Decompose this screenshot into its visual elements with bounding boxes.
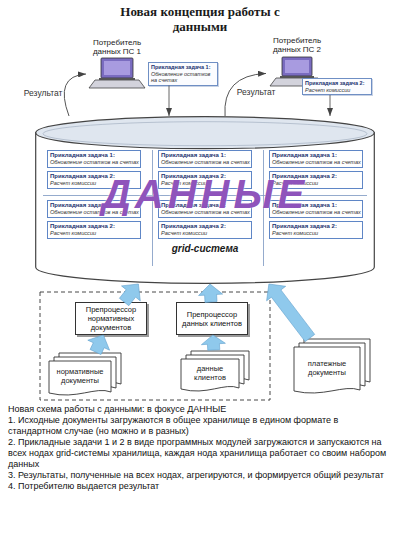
- task-description: Расчет комиссии: [50, 230, 138, 237]
- task-title: Прикладная задача 2:: [305, 80, 369, 87]
- task-description: Обновление остатков на счетах: [272, 159, 360, 166]
- data-flow-arrow: [201, 335, 225, 350]
- edge-label: Результат: [24, 88, 63, 98]
- storage-label: grid-система: [35, 243, 375, 255]
- diagram-title: Новая концепция работы с данными: [115, 4, 285, 34]
- task-title: Прикладная задача 1:: [161, 152, 249, 159]
- task-box: Прикладная задача 1:Обновление остатков …: [148, 62, 218, 86]
- consumer-node: Потребитель данных ПС 1: [86, 38, 148, 88]
- load-arrow: [169, 86, 170, 117]
- task-title: Прикладная задача 2:: [272, 223, 360, 230]
- document-stack: данные клиентов: [180, 350, 250, 394]
- task-box: Прикладная задача 1:Обновление остатков …: [269, 150, 363, 168]
- laptop-display: [104, 61, 130, 75]
- laptop-hinge: [99, 78, 135, 80]
- laptop-display: [285, 60, 309, 73]
- task-title: Прикладная задача 1:: [50, 152, 138, 159]
- document-page: [49, 361, 111, 395]
- note-item: 1. Исходные документы загружаются в обще…: [8, 415, 394, 437]
- document-label: данные клиентов: [181, 364, 239, 382]
- caption-text: Новая схема работы с данными: в фокусе Д…: [8, 404, 394, 415]
- task-box: Прикладная задача 2:Расчет комиссии: [269, 221, 363, 239]
- dashed-group-frame: [40, 292, 270, 400]
- cylinder-body: [36, 133, 375, 284]
- note-item: 3. Результаты, полученные на всех нодах,…: [8, 470, 394, 481]
- task-title: Прикладная задача 1:: [272, 152, 360, 159]
- task-box: Прикладная задача 2:Расчет комиссии: [302, 78, 372, 95]
- data-flow-arrow: [199, 284, 223, 302]
- task-description: Расчет комиссии: [272, 230, 360, 237]
- document-stack: платежные документы: [293, 338, 371, 396]
- data-watermark: ДАННЫЕ: [35, 172, 375, 216]
- task-description: Расчет комиссии: [305, 87, 369, 94]
- laptop-base: [89, 80, 145, 88]
- edge-label: Результат: [237, 87, 276, 97]
- cylinder-top-rim: [43, 122, 367, 146]
- task-description: Обновление остатков на счетах: [161, 159, 249, 166]
- task-box: Прикладная задача 2:Расчет комиссии: [47, 221, 141, 239]
- document-page: [181, 359, 239, 391]
- task-title: Прикладная задача 2:: [161, 223, 249, 230]
- laptop-screen: [101, 58, 133, 78]
- data-flow-arrow: [88, 335, 110, 355]
- data-flow-arrow: [267, 284, 315, 342]
- process-box: Препроцессор данных клиентов: [176, 302, 248, 335]
- note-item: 4. Потребителю выдается результат: [8, 481, 394, 492]
- task-box: Прикладная задача 1:Обновление остатков …: [158, 150, 252, 168]
- process-label: Препроцессор нормативных документов: [77, 305, 145, 332]
- task-description: Расчет комиссии: [161, 230, 249, 237]
- document-stack: нормативные документы: [48, 352, 122, 398]
- task-description: Обновление остатков на счетах: [151, 71, 215, 84]
- task-title: Прикладная задача 2:: [50, 223, 138, 230]
- result-arrow: [64, 74, 86, 116]
- task-box: Прикладная задача 2:Расчет комиссии: [158, 221, 252, 239]
- consumer-label: Потребитель данных ПС 2: [266, 36, 328, 54]
- consumer-label: Потребитель данных ПС 1: [86, 38, 148, 56]
- cylinder-top: [36, 117, 375, 149]
- document-label: нормативные документы: [49, 367, 111, 385]
- laptop-icon: [89, 58, 145, 88]
- task-title: Прикладная задача 1:: [151, 64, 215, 71]
- data-flow-arrow: [119, 284, 140, 306]
- load-arrow: [330, 95, 331, 116]
- task-box: Прикладная задача 1:Обновление остатков …: [47, 150, 141, 168]
- storage-cylinder: ДАННЫЕgrid-системаПрикладная задача 1:Об…: [35, 116, 375, 284]
- note-item: 2. Прикладные задачи 1 и 2 в виде програ…: [8, 437, 394, 470]
- process-label: Препроцессор данных клиентов: [178, 310, 246, 328]
- process-box: Препроцессор нормативных документов: [75, 302, 147, 335]
- document-label: платежные документы: [294, 359, 360, 377]
- task-description: Обновление остатков на счетах: [50, 159, 138, 166]
- document-page: [294, 347, 360, 393]
- laptop-screen: [282, 57, 312, 76]
